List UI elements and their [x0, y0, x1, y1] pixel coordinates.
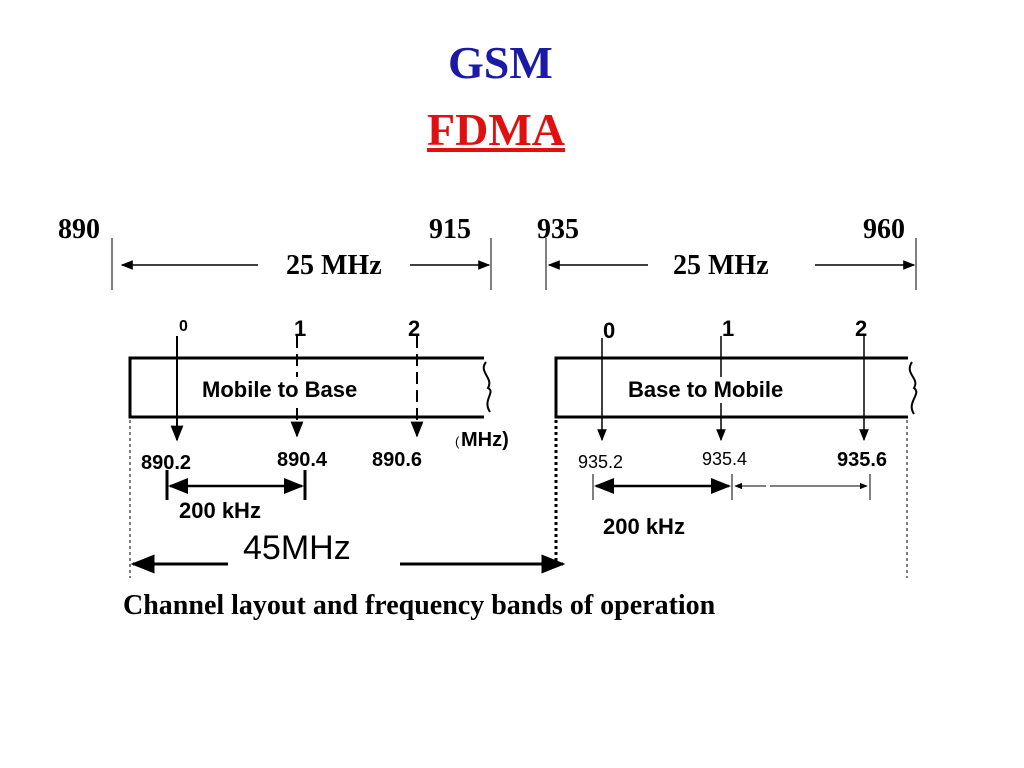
uplink-end-label: 915: [429, 214, 471, 245]
downlink-start-label: 935: [537, 214, 579, 245]
mobile-to-base-box: [128, 356, 484, 419]
uplink-channel-2-frequency: 890.6: [372, 449, 423, 471]
mobile-to-base-label: Mobile to Base: [194, 377, 366, 403]
base-to-mobile-box: [554, 356, 908, 419]
duplex-spacing-label: 45MHz: [243, 529, 351, 567]
title-fdma: FDMA: [427, 104, 565, 155]
downlink-channel-2-frequency: 935.6: [837, 449, 888, 471]
downlink-channel-2-number: 2: [855, 316, 868, 341]
base-to-mobile-break: [908, 361, 918, 415]
downlink-end-label: 960: [863, 214, 905, 245]
frequency-unit-paren: (: [455, 434, 460, 449]
mobile-to-base-break: [482, 361, 492, 413]
downlink-width-label: 25 MHz: [673, 250, 769, 281]
diagram-caption: Channel layout and frequency bands of op…: [123, 590, 716, 621]
uplink-width-label: 25 MHz: [286, 250, 382, 281]
uplink-start-label: 890: [58, 214, 100, 245]
uplink-channel-1-frequency: 890.4: [277, 449, 328, 471]
uplink-channel-1-number: 1: [294, 316, 307, 341]
uplink-channel-0-frequency: 890.2: [141, 452, 192, 474]
downlink-channel-1-frequency: 935.4: [702, 449, 748, 469]
base-to-mobile-label: Base to Mobile: [620, 377, 792, 403]
uplink-channel-2-number: 2: [408, 316, 421, 341]
uplink-spacing-label: 200 kHz: [179, 498, 261, 523]
downlink-channel-1-number: 1: [722, 316, 735, 341]
frequency-unit-label: MHz): [461, 429, 509, 451]
downlink-channel-0-frequency: 935.2: [578, 452, 624, 472]
downlink-spacing-label: 200 kHz: [603, 514, 685, 539]
downlink-channel-0-number: 0: [603, 318, 616, 343]
title-gsm: GSM: [448, 37, 553, 88]
uplink-channel-0-number: 0: [179, 318, 188, 335]
